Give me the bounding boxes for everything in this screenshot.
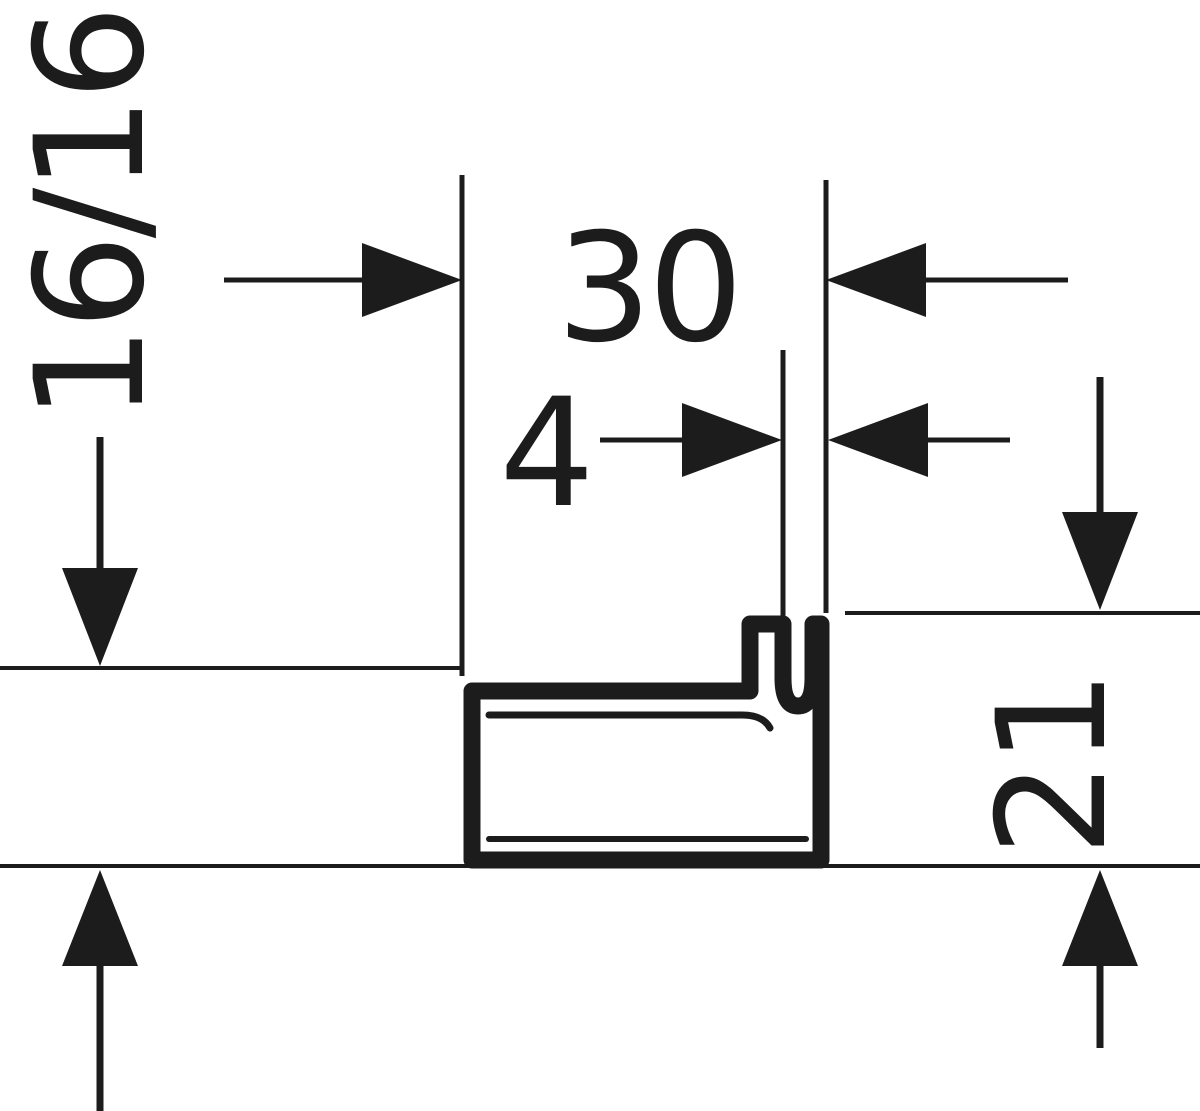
arrowhead-up: [1062, 870, 1138, 966]
dimension-width-30: 30: [224, 202, 1068, 376]
dimension-left-16-16: 16/16: [4, 9, 178, 1111]
dimension-label-30: 30: [557, 202, 740, 376]
profile-outline: [463, 615, 830, 869]
arrowhead-down: [62, 568, 138, 666]
arrowhead-right: [682, 403, 782, 477]
dimension-label-21: 21: [966, 674, 1140, 857]
dimension-label-16-16: 16/16: [4, 9, 178, 421]
extension-lines: [459, 175, 829, 676]
dimension-slot-4: 4: [499, 367, 1010, 541]
arrowhead-right: [362, 243, 462, 317]
arrowhead-up: [62, 870, 138, 966]
profile-inner-top-line: [485, 711, 774, 732]
arrowhead-left: [828, 403, 928, 477]
dimension-right-21: 21: [966, 377, 1140, 1048]
arrowhead-down: [1062, 512, 1138, 610]
arrowhead-left: [826, 243, 926, 317]
profile-cross-section: [463, 615, 830, 869]
dimension-label-4: 4: [499, 367, 590, 541]
